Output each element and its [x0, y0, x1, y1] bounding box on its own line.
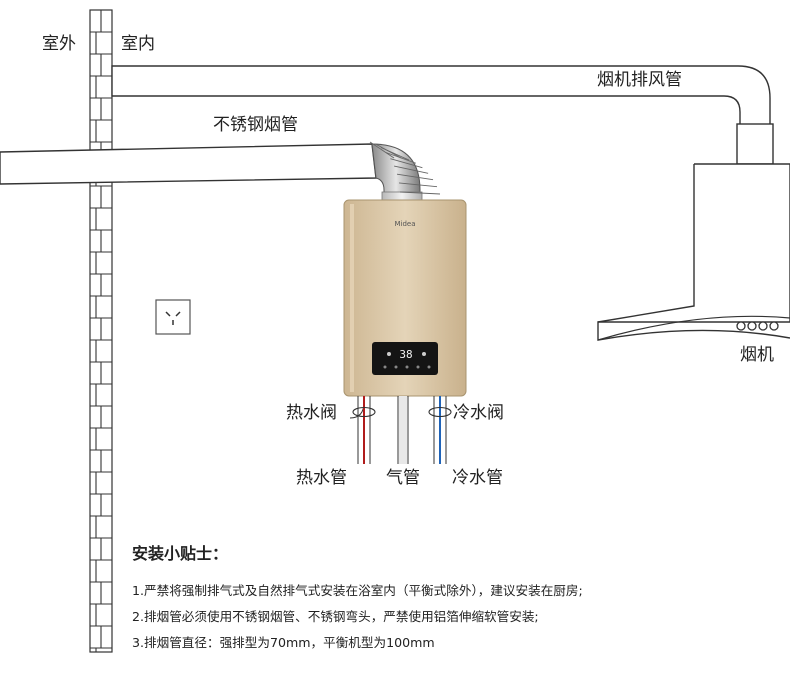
label-hood-exhaust-pipe: 烟机排风管 [597, 70, 682, 90]
label-gas-pipe: 气管 [386, 468, 420, 488]
label-outdoor: 室外 [42, 34, 76, 54]
stainless-flue-pipe [0, 143, 377, 185]
label-hot-water-valve: 热水阀 [286, 403, 337, 423]
label-hot-water-pipe: 热水管 [296, 468, 347, 488]
hood-knobs [736, 321, 779, 331]
brick-wall [89, 9, 113, 653]
water-heater: Midea 38 [343, 199, 467, 397]
cold-water-pipe [428, 396, 452, 464]
hood-exhaust-pipe [111, 65, 774, 165]
tip-item: 2.排烟管必须使用不锈钢烟管、不锈钢弯头，严禁使用铝箔伸缩软管安装; [132, 609, 539, 624]
install-tips: 安装小贴士： 1.严禁将强制排气式及自然排气式安装在浴室内（平衡式除外），建议安… [132, 540, 772, 658]
hot-water-pipe [349, 396, 376, 464]
wall-socket [155, 299, 191, 335]
tip-item: 3.排烟管直径：强排型为70mm，平衡机型为100mm [132, 635, 435, 650]
gas-pipe [397, 396, 409, 464]
label-cold-water-pipe: 冷水管 [452, 468, 503, 488]
heater-display [372, 342, 438, 375]
label-cold-water-valve: 冷水阀 [453, 403, 504, 423]
label-stainless-flue: 不锈钢烟管 [213, 115, 298, 135]
label-indoor: 室内 [121, 34, 155, 54]
range-hood [597, 163, 790, 341]
tip-item: 1.严禁将强制排气式及自然排气式安装在浴室内（平衡式除外），建议安装在厨房; [132, 583, 583, 598]
display-reading: 38 [399, 348, 412, 361]
tips-title: 安装小贴士： [132, 544, 229, 563]
flex-elbow [369, 141, 441, 203]
heater-brand: Midea [394, 220, 415, 228]
label-range-hood: 烟机 [740, 345, 774, 365]
